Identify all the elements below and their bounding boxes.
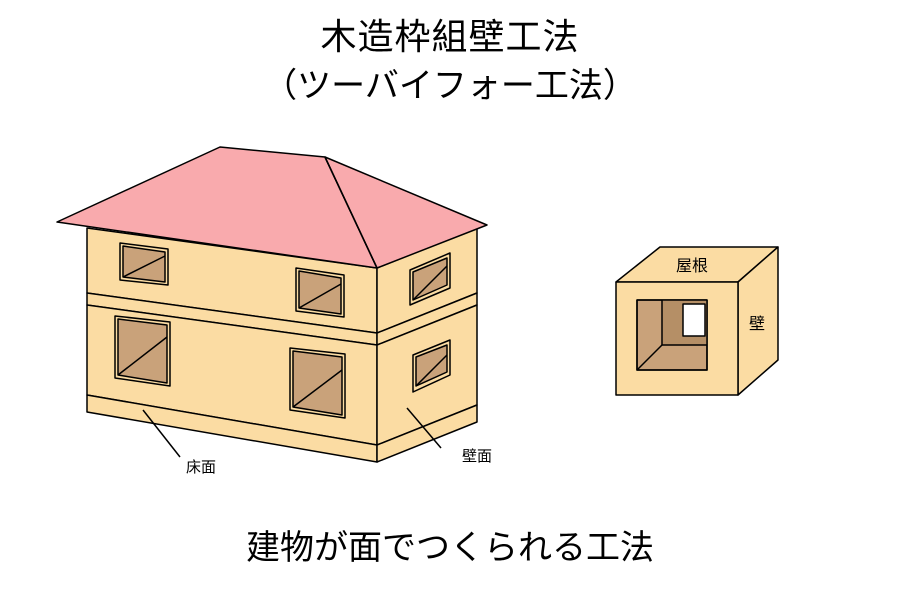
roof-hip-line — [324, 156, 378, 269]
window-lower-left — [114, 315, 171, 387]
window-upper-side — [409, 252, 451, 306]
box-opening — [636, 299, 708, 371]
wall-label: 壁面 — [462, 447, 492, 465]
window-lower-side — [412, 339, 451, 393]
diagram-subtitle: （ツーバイフォー工法） — [263, 66, 637, 106]
base-band-side — [376, 404, 478, 463]
diagram-caption: 建物が面でつくられる工法 — [246, 528, 654, 568]
window-upper-left — [119, 242, 169, 286]
box-wall-label: 壁 — [749, 314, 765, 333]
box-roof-label: 屋根 — [676, 256, 708, 275]
wall-leader-line — [406, 407, 442, 449]
diagram-title: 木造枠組壁工法 — [320, 17, 580, 58]
floor-label: 床面 — [186, 458, 216, 476]
floor-leader-line — [142, 409, 181, 458]
window-upper-right — [295, 267, 345, 318]
window-lower-right — [289, 347, 346, 419]
